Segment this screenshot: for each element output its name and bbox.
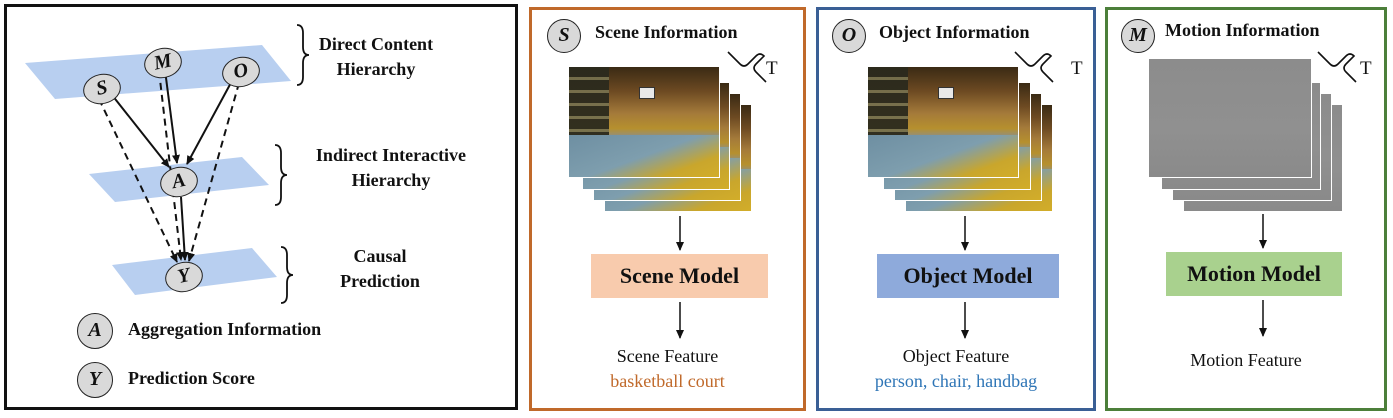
edge-s-y [98,98,178,263]
object-title: Object Information [879,22,1030,42]
scene-panel: S Scene Information T Scene Model Scene … [529,7,806,411]
motion-title: Motion Information [1165,20,1320,40]
scene-t-brace [727,51,767,83]
brace-prediction [280,246,294,304]
scene-t-label: T [766,58,778,79]
object-feature-value: person, chair, handbag [874,371,1038,391]
brace-content [296,24,310,86]
motion-t-brace [1317,51,1357,83]
brace-interactive [274,144,288,206]
motion-frame-1 [1148,58,1312,178]
scene-symbol: S [547,19,581,53]
legend-symbol-y: Y [77,362,113,398]
edge-o-a [186,78,234,165]
motion-symbol: M [1121,19,1155,53]
scene-feature-label: Scene Feature [616,346,719,366]
object-symbol: O [832,19,866,53]
object-t-brace [1014,51,1054,83]
hierarchy-diagram [25,24,310,304]
object-frame-1 [867,66,1019,178]
motion-feature-label: Motion Feature [1190,350,1302,370]
scene-frame-1 [568,66,720,178]
edge-m-a [164,69,180,164]
motion-t-label: T [1360,58,1372,79]
motion-arrows [1259,214,1267,337]
legend-label-a: Aggregation Information [128,319,322,339]
edge-a-y [180,196,189,261]
object-panel: O Object Information T Object Model Obje… [816,7,1096,411]
scene-title: Scene Information [595,22,738,42]
legend-label-y: Prediction Score [128,368,255,388]
object-model-box: Object Model [877,254,1059,298]
edge-o-y [187,82,240,262]
object-t-label: T [1071,58,1083,79]
scene-model-box: Scene Model [591,254,768,298]
object-arrows [961,216,969,339]
edge-s-a [111,94,170,168]
motion-panel: M Motion Information T Motion Model Moti… [1105,7,1387,411]
object-feature-label: Object Feature [902,346,1010,366]
scene-feature-value: basketball court [610,371,725,391]
motion-model-box: Motion Model [1166,252,1342,296]
legend-symbol-a: A [77,313,113,349]
edge-m-y [158,70,185,261]
scene-arrows [676,216,684,339]
